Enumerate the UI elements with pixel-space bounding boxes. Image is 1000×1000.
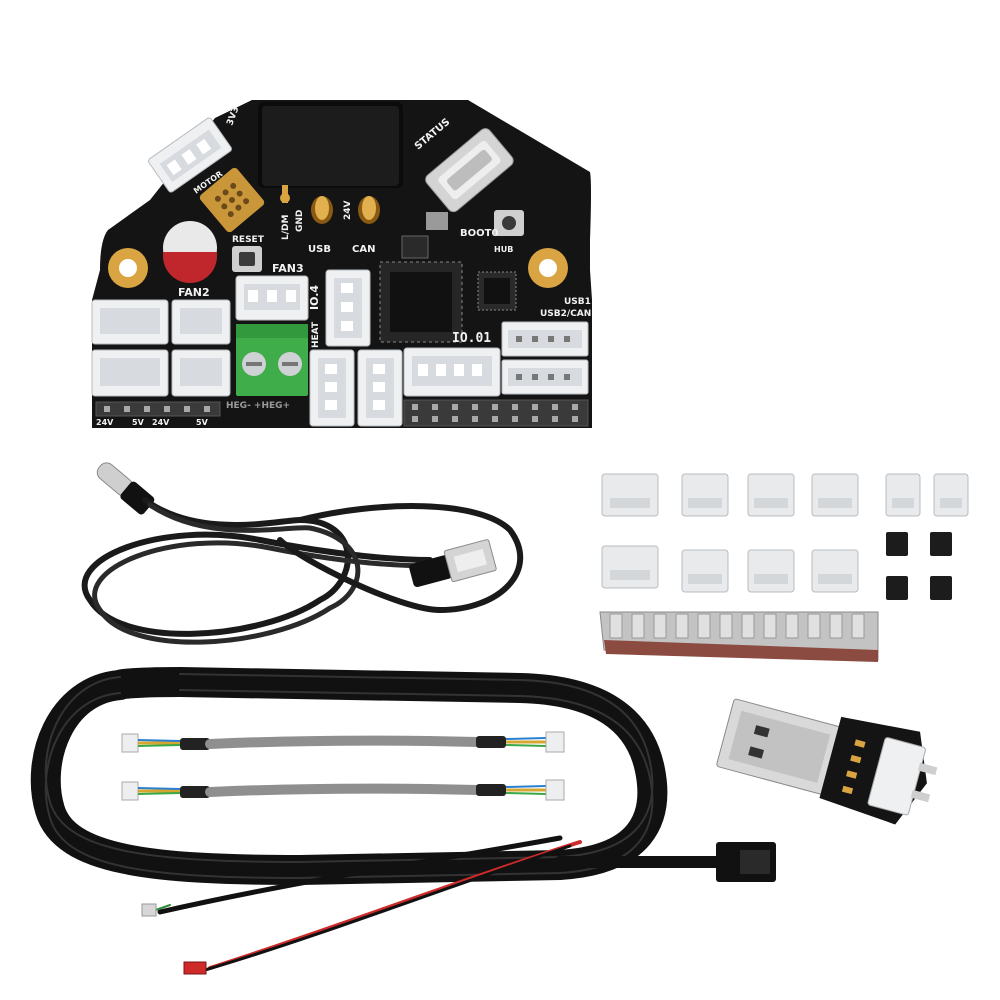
fan2-disc xyxy=(163,221,217,283)
mount-hole-left xyxy=(108,248,148,288)
reset-button xyxy=(232,246,262,272)
label-heg: HEG- +HEG+ xyxy=(226,401,290,411)
flat-cable-plug xyxy=(716,842,776,882)
label-ldm: L/DM xyxy=(281,215,291,240)
io4-connector xyxy=(325,269,371,347)
left-fan-connectors xyxy=(91,299,231,397)
pcb-board: 3V3 MOTOR FAN2 xyxy=(91,100,592,428)
buzzer xyxy=(199,167,265,233)
label-bottom-5v-a: 5V xyxy=(132,418,145,427)
label-24v-top: 24V xyxy=(343,200,353,220)
crimp-terminal-strip-icon xyxy=(599,611,879,662)
fan3-connector xyxy=(235,275,309,321)
small-chip-1 xyxy=(426,212,448,230)
small-chip-2 xyxy=(401,235,429,259)
gold-posts xyxy=(280,185,380,224)
label-io01: IO.01 xyxy=(452,331,491,346)
label-usb: USB xyxy=(308,244,331,255)
label-io4: IO.4 xyxy=(308,285,321,310)
usb1-connector xyxy=(501,321,589,357)
label-reset: RESET xyxy=(232,235,265,245)
lower-vertical-connector-2 xyxy=(357,349,403,427)
usb-c-port xyxy=(425,128,514,213)
motor-connector xyxy=(148,117,232,193)
label-fan2: FAN2 xyxy=(178,286,210,299)
label-heat: HEAT xyxy=(311,321,321,348)
red-black-power-lead-icon xyxy=(141,835,582,975)
jumper-cap-icon xyxy=(886,532,952,600)
label-bottom-24v-b: 24V xyxy=(152,418,170,427)
mount-hole-right xyxy=(528,248,568,288)
main-mcu-chip xyxy=(379,261,463,343)
io01-connector xyxy=(403,347,501,397)
label-bottom-5v-b: 5V xyxy=(196,418,209,427)
label-fan3: FAN3 xyxy=(272,262,304,275)
label-can: CAN xyxy=(352,244,375,255)
green-terminal-block xyxy=(236,324,308,396)
flat-black-cable-icon xyxy=(30,666,726,886)
label-hub: HUB xyxy=(494,245,513,254)
lower-vertical-connector-1 xyxy=(309,349,355,427)
usb-a-adapter-board-icon xyxy=(716,698,938,825)
label-usb1: USB1 xyxy=(564,297,591,307)
usb-c-to-usb-a-cable-icon xyxy=(81,462,524,645)
hub-chip xyxy=(477,271,517,311)
boot-button xyxy=(494,210,524,236)
label-boot: BOOT0 xyxy=(460,228,498,239)
label-bottom-24v-a: 24V xyxy=(96,418,114,427)
gray-jst-cable-icon xyxy=(121,731,565,801)
label-usb2can: USB2/CAN xyxy=(540,309,591,319)
label-gnd: GND xyxy=(295,210,305,232)
usb2-can-connector xyxy=(501,359,589,395)
